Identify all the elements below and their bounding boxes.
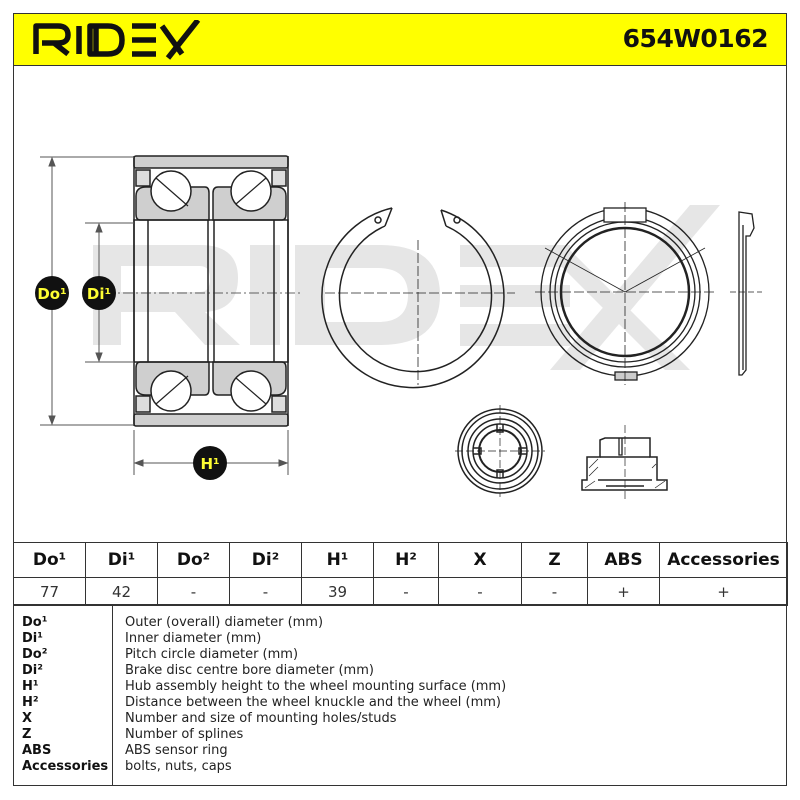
header-accessories: Accessories	[659, 542, 788, 578]
legend-desc: Pitch circle diameter (mm)	[125, 647, 299, 662]
legend-key: Do¹	[22, 615, 48, 630]
header-do2: Do²	[157, 542, 230, 578]
ridex-logo	[33, 20, 201, 60]
header-h1: H¹	[301, 542, 374, 578]
legend-desc: Hub assembly height to the wheel mountin…	[125, 679, 507, 694]
legend-key: H²	[22, 695, 39, 710]
value-z: -	[521, 577, 588, 606]
legend-key: ABS	[22, 743, 52, 758]
header-di2: Di²	[229, 542, 302, 578]
legend-box: Do¹ Di¹ Do² Di² H¹ H² X Z ABS Accessorie…	[13, 604, 787, 786]
legend-desc: bolts, nuts, caps	[125, 759, 232, 774]
do1-badge: Do¹	[37, 285, 66, 303]
legend-desc: Inner diameter (mm)	[125, 631, 262, 646]
part-number: 654W0162	[622, 24, 769, 53]
legend-key: Di²	[22, 663, 43, 678]
abs-ring-side	[730, 211, 762, 376]
header-z: Z	[521, 542, 588, 578]
legend-desc: Outer (overall) diameter (mm)	[125, 615, 324, 630]
circlip	[321, 207, 515, 389]
value-h2: -	[373, 577, 439, 606]
legend-key: Accessories	[22, 759, 109, 774]
axle-nut-section	[581, 425, 668, 500]
value-di1: 42	[85, 577, 158, 606]
value-x: -	[438, 577, 522, 606]
legend-desc: Brake disc centre bore diameter (mm)	[125, 663, 374, 678]
spec-value-row: 77 42 - - 39 - - - + +	[13, 577, 788, 606]
h1-badge: H¹	[200, 455, 219, 473]
value-di2: -	[229, 577, 302, 606]
legend-desc: Number of splines	[125, 727, 244, 742]
watermark-ridex	[93, 205, 720, 370]
legend-key: Z	[22, 727, 32, 742]
spec-header-row: Do¹ Di¹ Do² Di² H¹ H² X Z ABS Accessorie…	[13, 542, 788, 578]
abs-ring-front	[535, 202, 715, 385]
legend-key: Do²	[22, 647, 48, 662]
legend-desc: Distance between the wheel knuckle and t…	[125, 695, 501, 710]
header-x: X	[438, 542, 522, 578]
legend-desc: ABS sensor ring	[125, 743, 228, 758]
di1-badge: Di¹	[87, 285, 111, 303]
dimension-badges: Do¹ Di¹ H¹	[35, 276, 227, 480]
value-accessories: +	[659, 577, 788, 606]
value-h1: 39	[301, 577, 374, 606]
value-do1: 77	[13, 577, 86, 606]
spec-table: Do¹ Di¹ Do² Di² H¹ H² X Z ABS Accessorie…	[13, 542, 788, 606]
axle-nut-top	[455, 405, 545, 497]
value-do2: -	[157, 577, 230, 606]
header-di1: Di¹	[85, 542, 158, 578]
legend-divider	[112, 605, 113, 785]
header-abs: ABS	[587, 542, 660, 578]
header-do1: Do¹	[13, 542, 86, 578]
legend-desc: Number and size of mounting holes/studs	[125, 711, 397, 726]
header-bar: 654W0162	[13, 13, 787, 66]
bearing-cross-section	[133, 155, 289, 427]
legend-key: Di¹	[22, 631, 43, 646]
technical-drawing: Do¹ Di¹ H¹	[14, 67, 786, 542]
legend-descriptions: Outer (overall) diameter (mm) Inner diam…	[125, 615, 506, 775]
header-h2: H²	[373, 542, 439, 578]
legend-key: H¹	[22, 679, 39, 694]
legend-key: X	[22, 711, 33, 726]
value-abs: +	[587, 577, 660, 606]
legend-keys: Do¹ Di¹ Do² Di² H¹ H² X Z ABS Accessorie…	[22, 615, 108, 775]
